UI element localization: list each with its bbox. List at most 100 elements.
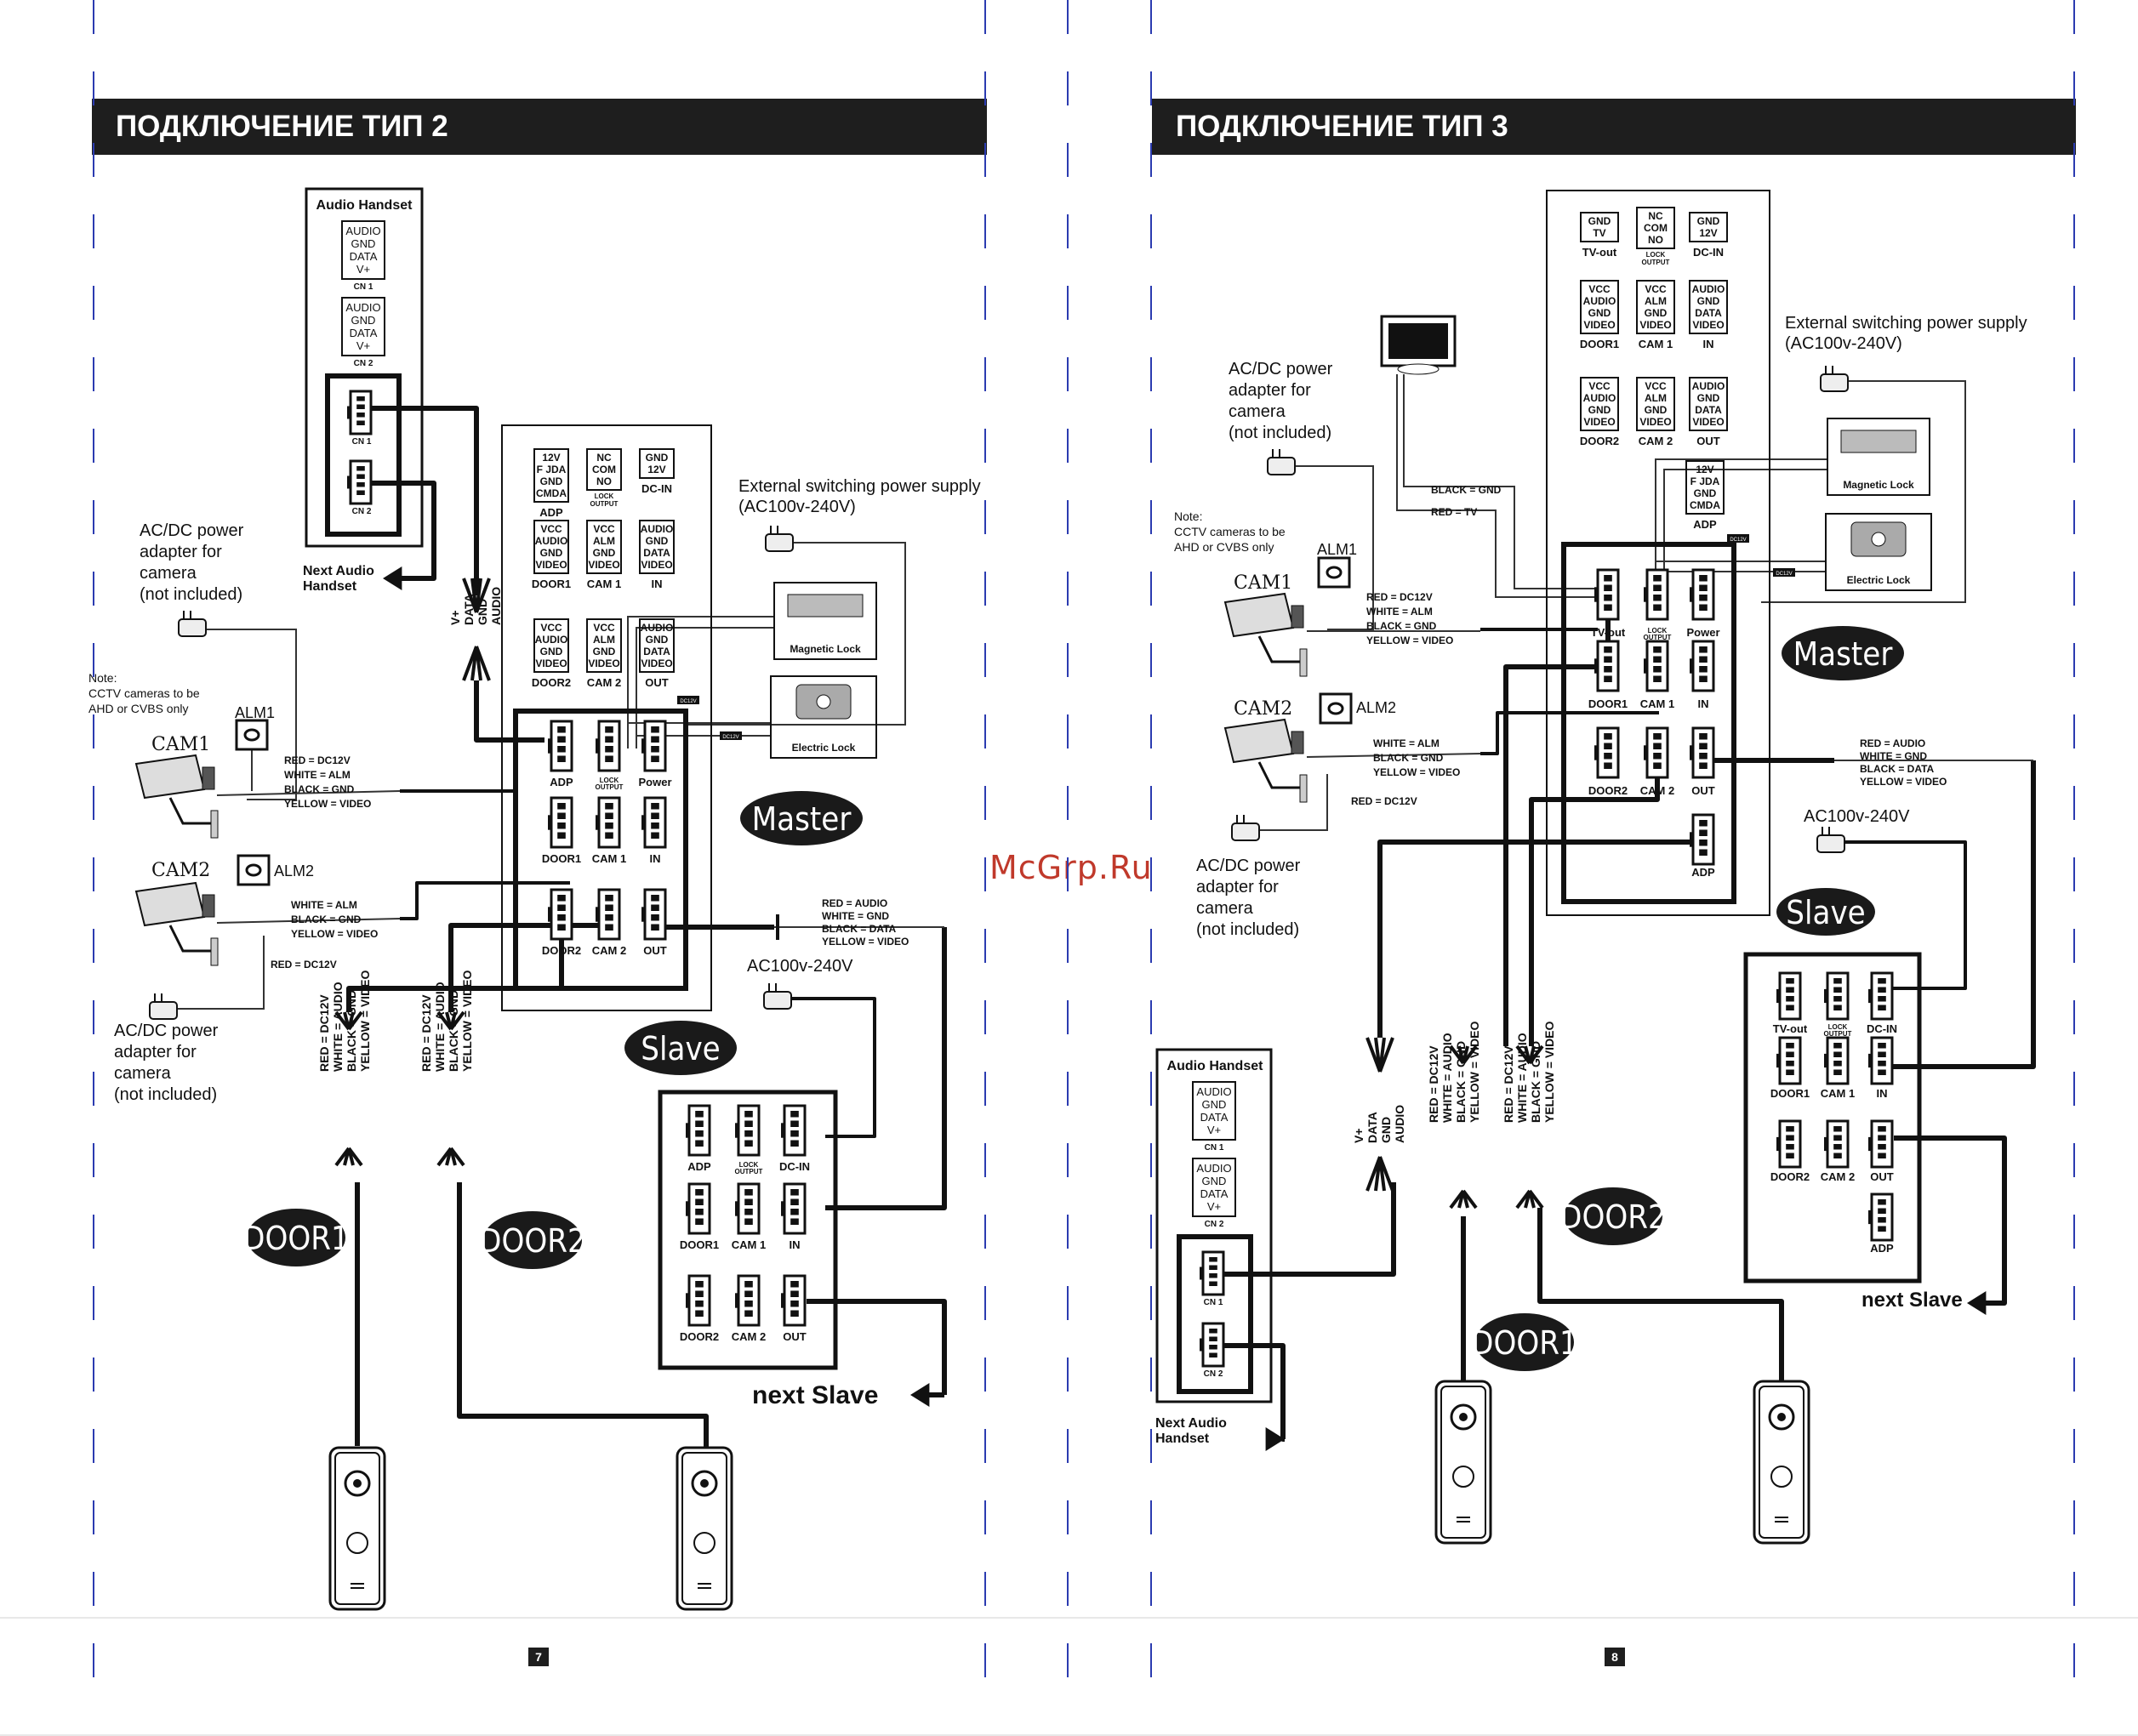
right-slave-conn-label: DOOR2 <box>1770 1170 1810 1183</box>
fan-wire <box>1462 1189 1478 1210</box>
left-panel-label: IN <box>652 578 663 590</box>
connector-pin <box>695 1189 704 1196</box>
connector-pin <box>744 1281 753 1288</box>
right-alm1-sensor <box>1317 556 1351 589</box>
connector-pin <box>356 420 365 425</box>
left-handset-wire-2 <box>371 481 436 581</box>
left-door2-wire-label: YELLOW = VIDEO <box>460 970 474 1072</box>
camera-bracket <box>210 810 219 839</box>
connector-pin <box>557 755 566 762</box>
right-slave-conn <box>1868 1119 1894 1169</box>
connector-pin <box>356 404 365 409</box>
connector-pin <box>695 1209 704 1215</box>
connector-pin <box>1786 1144 1794 1150</box>
left-door2-wire-label: WHITE = AUDIO <box>433 982 447 1072</box>
left-cam2-wire-label: YELLOW = VIDEO <box>291 928 378 940</box>
right-door1-wire <box>1503 597 1611 1046</box>
left-panel-term: CMDA <box>536 487 567 499</box>
left-handset-cn2-box <box>341 297 385 356</box>
left-handset-bundle-label: GND <box>476 599 489 625</box>
alarm-contact <box>1326 566 1343 579</box>
connector-pin <box>1209 1336 1217 1341</box>
connector-pin <box>1878 1144 1886 1150</box>
right-door2-fan-top <box>1515 1044 1544 1065</box>
left-cam1-cable <box>216 790 401 796</box>
right-master-label-badge <box>1782 626 1904 680</box>
connector-pin <box>1209 1352 1217 1357</box>
connector-pin <box>1786 978 1794 984</box>
left-master-label: Master <box>752 800 852 838</box>
connector-pin <box>1699 743 1708 749</box>
connector-pin <box>1833 987 1842 993</box>
connector-tab <box>781 1123 784 1138</box>
right-cam1-icon <box>1223 592 1308 677</box>
left-alm1-sensor <box>235 719 269 751</box>
left-handset-to-adp <box>474 680 544 743</box>
left-door2-badge-badge <box>483 1211 582 1269</box>
right-panel-term: COM <box>1644 222 1668 234</box>
left-cam2-icon <box>134 881 219 966</box>
camera-lens-center <box>700 1479 709 1488</box>
right-panel-box <box>1580 212 1619 242</box>
connector-pin <box>1209 1281 1217 1286</box>
left-panel-term: 12V <box>647 464 665 475</box>
left-panel-box <box>533 448 569 503</box>
connector-pin <box>695 1310 704 1317</box>
adapter-body <box>1267 457 1296 475</box>
left-adapter-top-label: (not included) <box>140 585 242 604</box>
left-door1-badge: DOOR1 <box>242 1220 350 1257</box>
right-magnetic-lock-frame <box>1827 418 1930 496</box>
right-cam1-wire-label: BLACK = GND <box>1366 620 1437 632</box>
right-alm2-sensor <box>1319 692 1353 725</box>
tv-screen <box>1388 323 1448 359</box>
right-master-conn-label: DOOR2 <box>1588 784 1628 797</box>
left-next-slave-arrow <box>910 1383 930 1407</box>
right-handset-bundle-label: GND <box>1379 1117 1393 1143</box>
right-adapter-bottom-label: (not included) <box>1196 920 1299 939</box>
connector-tab <box>686 1123 689 1138</box>
alarm-body <box>1317 556 1351 589</box>
left-maglock-wire <box>636 627 774 748</box>
connector-pin <box>356 482 365 487</box>
left-master-conn-label: OUT <box>643 944 667 957</box>
connector-pin <box>1604 595 1612 601</box>
connector-pin <box>1878 1126 1886 1132</box>
connector-pin <box>651 812 659 819</box>
left-panel-term: VCC <box>593 523 615 535</box>
right-panel-term: VCC <box>1645 380 1667 392</box>
left-master-conn <box>596 720 621 772</box>
connector-pin <box>557 726 566 733</box>
camera-bracket <box>1299 774 1308 803</box>
left-audio-handset-frame <box>305 187 424 548</box>
connector-pin <box>1699 733 1708 740</box>
right-panel-label: DOOR2 <box>1580 435 1619 447</box>
left-panel-term: AUDIO <box>535 634 568 646</box>
right-panel-label: DOOR1 <box>1580 338 1619 350</box>
left-handset-cn1-term: GND <box>351 237 376 250</box>
right-door2-badge: DOOR2 <box>1559 1198 1667 1236</box>
left-ac-label: AC100v-240V <box>747 957 853 976</box>
connector-pin <box>1209 1273 1217 1278</box>
right-handset-connector-frame <box>1177 1234 1253 1394</box>
left-panel-term: GND <box>540 547 563 559</box>
connector-pin <box>744 1140 753 1147</box>
left-cam2-cable <box>216 918 401 924</box>
connector-pin <box>605 895 613 902</box>
connector-pin <box>790 1198 799 1205</box>
connector-tab <box>781 1293 784 1308</box>
right-master-conn <box>1594 640 1620 692</box>
left-adapter-bottom-label: (not included) <box>114 1085 217 1104</box>
right-panel-term: GND <box>1588 215 1611 227</box>
right-panel-term: GND <box>1645 404 1668 416</box>
connector-pin <box>1878 1208 1886 1214</box>
connector-pin <box>1604 762 1612 769</box>
left-cam1-label: CAM1 <box>151 734 210 755</box>
connector-pin <box>1604 604 1612 611</box>
right-master-conn-label: ADP <box>1691 866 1715 879</box>
connector-pin <box>651 924 659 931</box>
left-cam2-to-master <box>400 881 570 920</box>
right-handset-to-adp <box>1377 840 1713 1038</box>
right-cam2-label: CAM2 <box>1234 698 1292 720</box>
left-panel-box <box>639 448 675 479</box>
